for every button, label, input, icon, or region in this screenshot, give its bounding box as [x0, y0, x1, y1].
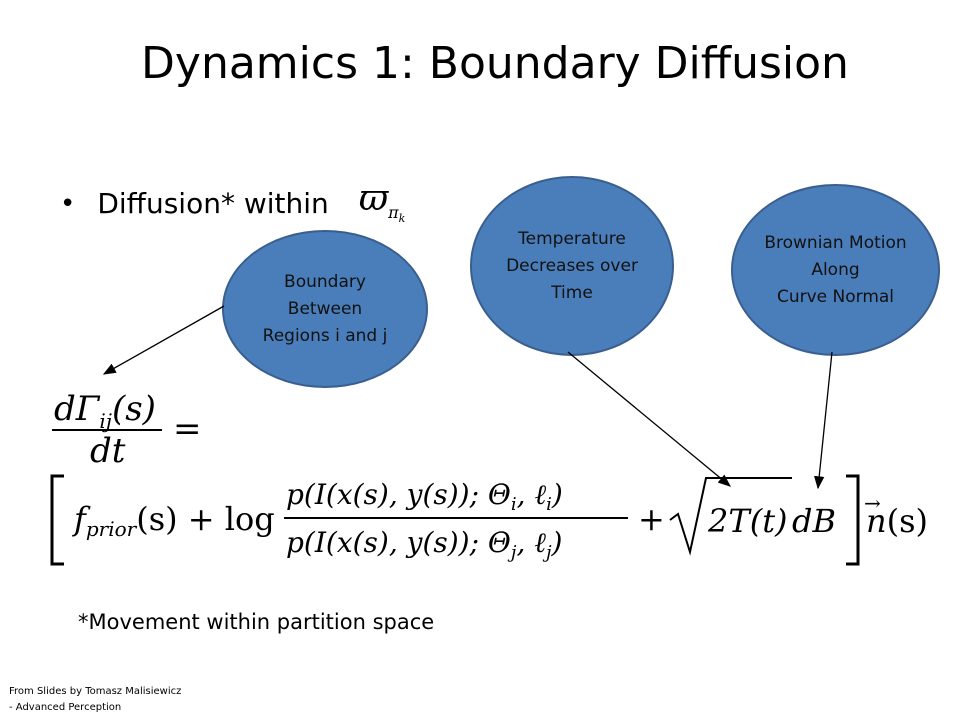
bullet-math: ϖπk: [359, 178, 406, 225]
varpi-symbol: ϖ: [358, 178, 389, 219]
bullet-item: • Diffusion* within ϖπk: [60, 178, 406, 227]
callout-brownian-text: Brownian Motion Along Curve Normal: [764, 232, 907, 307]
arrow-brownian: [814, 351, 833, 490]
callout-boundary: Boundary Between Regions i and j: [222, 230, 428, 388]
right-bracket: [846, 474, 860, 566]
bullet-text: Diffusion* within: [97, 187, 329, 221]
arrow-temperature: [567, 351, 732, 487]
normal-arrow: →: [864, 491, 881, 515]
slide-title: Dynamics 1: Boundary Diffusion: [141, 38, 849, 89]
normal-vector: n(s): [866, 502, 928, 540]
bullet-marker: •: [60, 188, 76, 219]
sqrt-sign: [669, 477, 792, 556]
arrow-boundary: [102, 305, 225, 375]
lhs-numerator: dΓij(s): [54, 389, 156, 433]
callout-boundary-text: Boundary Between Regions i and j: [262, 271, 388, 346]
plus-sign: +: [638, 500, 665, 538]
callout-temperature-text: Temperature Decreases over Time: [506, 228, 638, 303]
pi-subscript: π: [388, 203, 399, 223]
db-term: dB: [792, 502, 836, 540]
lhs-denominator: dt: [90, 431, 126, 471]
fraction-numerator: p(I(x(s), y(s)); Θi, ℓi): [286, 478, 563, 515]
equals-sign: =: [173, 409, 202, 449]
sqrt-content: 2T(t): [707, 502, 788, 540]
f-prior-term: fprior(s) + log: [72, 500, 275, 541]
k-subscript: k: [398, 212, 406, 226]
left-bracket: [50, 474, 64, 566]
callout-brownian: Brownian Motion Along Curve Normal: [731, 184, 940, 356]
footnote: *Movement within partition space: [78, 610, 435, 634]
fraction-denominator: p(I(x(s), y(s)); Θj, ℓj): [286, 526, 562, 563]
callout-temperature: Temperature Decreases over Time: [470, 176, 674, 356]
credits: From Slides by Tomasz Malisiewicz - Adva…: [9, 686, 182, 713]
